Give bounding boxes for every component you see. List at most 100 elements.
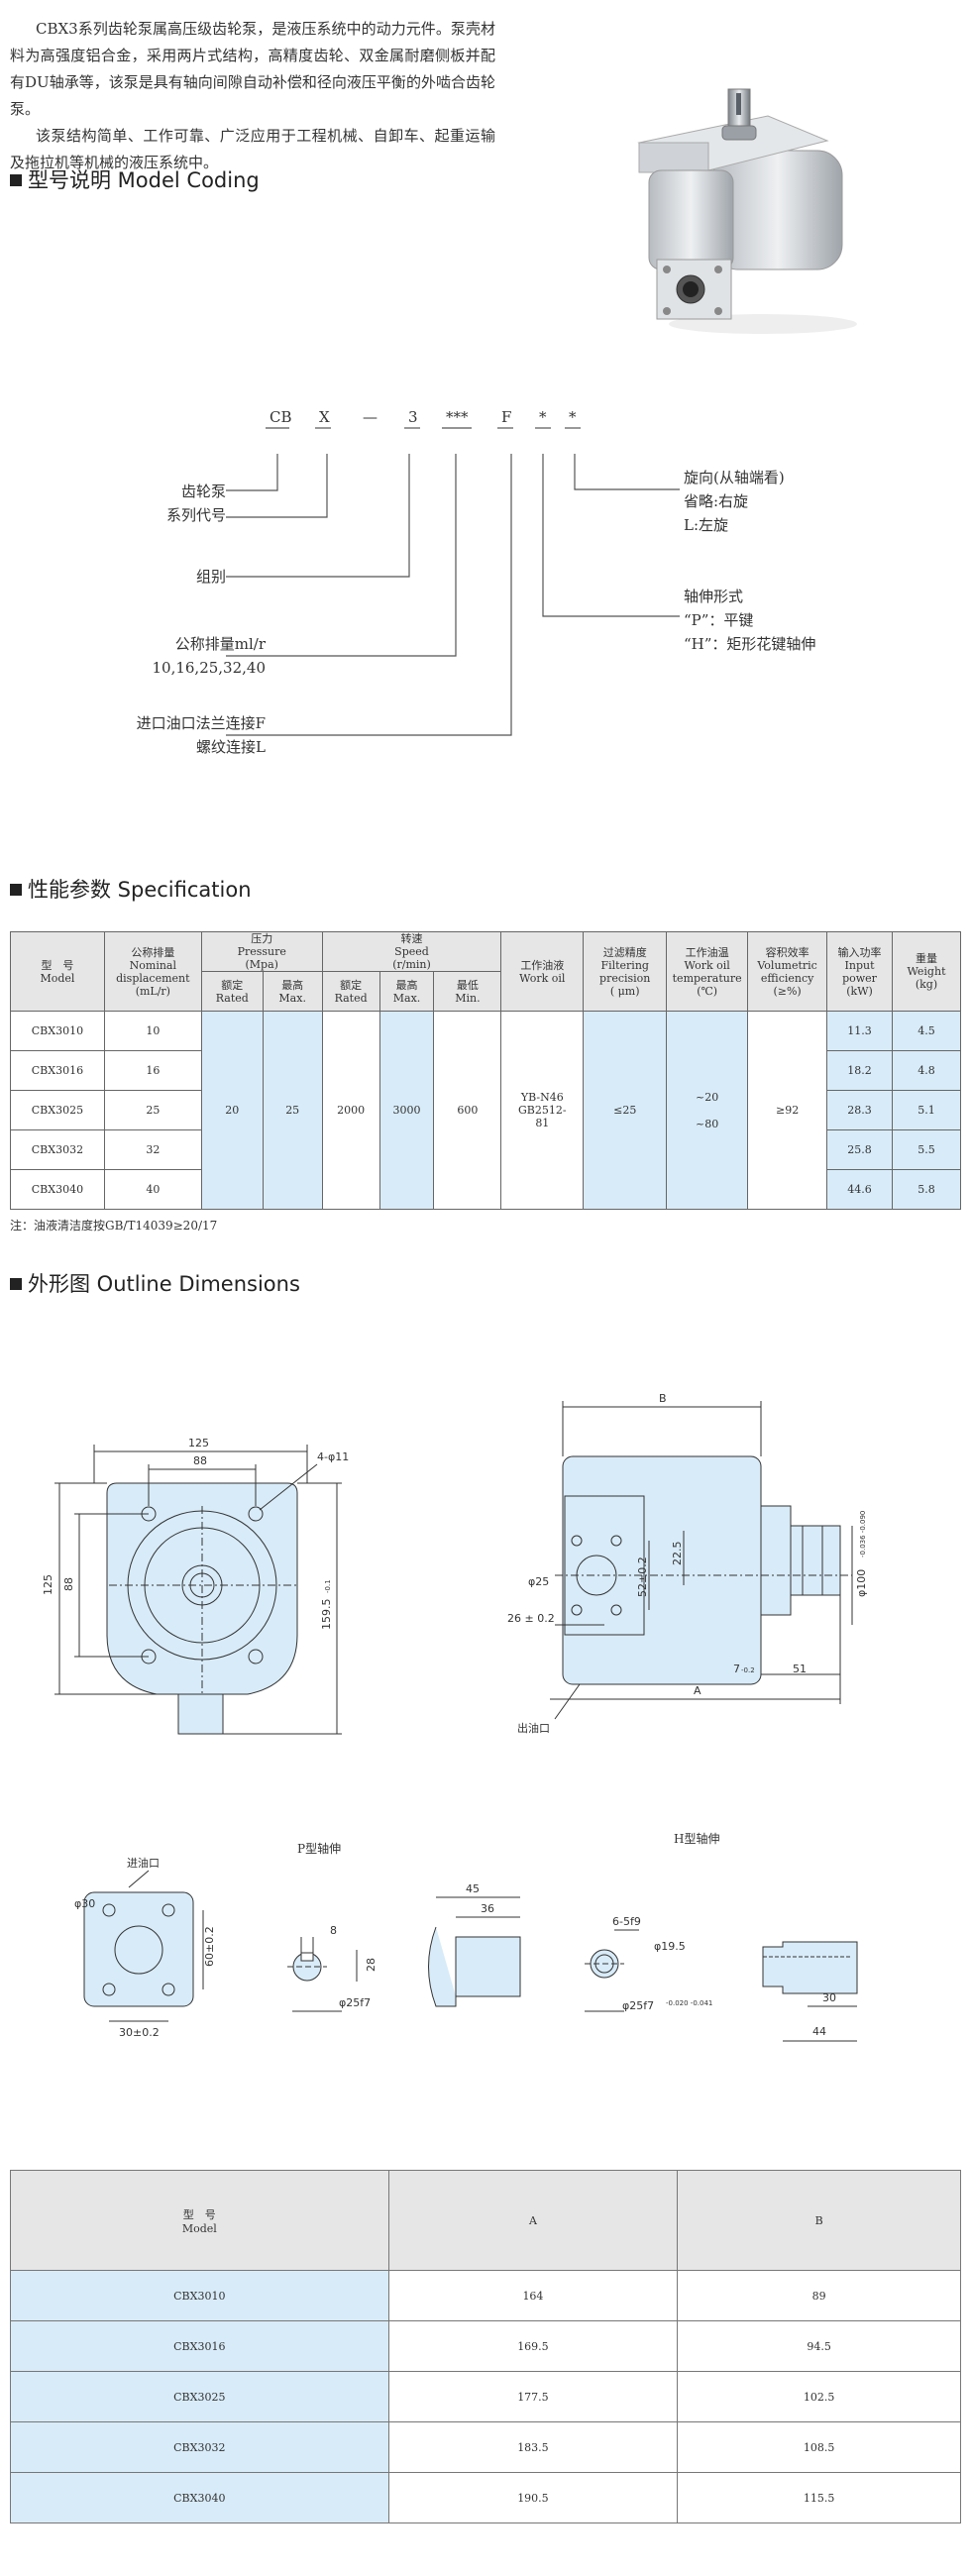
dim-7-tol: -0.2 bbox=[741, 1666, 755, 1674]
table-row: CBX3016 16 18.2 4.8 bbox=[10, 1050, 962, 1091]
dims-header-b: B bbox=[677, 2170, 961, 2271]
section-outline: 外形图 Outline Dimensions bbox=[10, 1268, 300, 1298]
code-part-f: F bbox=[501, 408, 512, 426]
dim-inlet-60: 60±0.2 bbox=[203, 1926, 216, 1967]
section-title: 性能参数 Specification bbox=[28, 878, 252, 902]
cell-power: 28.3 bbox=[826, 1090, 893, 1130]
dim-h-spline: 6-5f9 bbox=[612, 1915, 641, 1928]
section-bullet bbox=[10, 884, 22, 896]
dim-p-28: 28 bbox=[365, 1958, 378, 1972]
dim-holes: 4-φ11 bbox=[317, 1450, 349, 1463]
table-row: CBX3032 32 25.8 5.5 bbox=[10, 1129, 962, 1170]
gear-pump-illustration bbox=[637, 88, 857, 334]
code-part-disp: *** bbox=[446, 408, 469, 426]
cell-a: 169.5 bbox=[387, 2320, 679, 2372]
inlet-label: 进油口 bbox=[127, 1856, 160, 1870]
cell-pressure-rated: 20 bbox=[200, 1011, 264, 1210]
cell-model: CBX3016 bbox=[10, 2320, 389, 2372]
intro-paragraph-1: CBX3系列齿轮泵属高压级齿轮泵，是液压系统中的动力元件。泵壳材料为高强度铝合金… bbox=[10, 20, 495, 118]
cell-displacement: 25 bbox=[103, 1090, 202, 1130]
code-part-rotation: * bbox=[569, 408, 577, 426]
cell-a: 177.5 bbox=[387, 2371, 679, 2422]
dims-header-a: A bbox=[387, 2170, 679, 2271]
p-shaft-title: P型轴伸 bbox=[297, 1841, 341, 1856]
cell-model: CBX3025 bbox=[10, 2371, 389, 2422]
spec-note: 注：油液清洁度按GB/T14039≥20/17 bbox=[10, 1219, 218, 1233]
inlet-flange bbox=[83, 1891, 194, 2007]
table-row: CBX3040 40 44.6 5.8 bbox=[10, 1169, 962, 1210]
cell-displacement: 32 bbox=[103, 1129, 202, 1170]
dim-h-30: 30 bbox=[822, 1991, 836, 2004]
dim-width-88: 88 bbox=[193, 1454, 207, 1467]
code-part-cb: CB bbox=[270, 408, 292, 426]
cell-speed-min: 600 bbox=[433, 1011, 502, 1210]
cell-b: 115.5 bbox=[677, 2472, 961, 2523]
dim-a: A bbox=[694, 1684, 701, 1697]
cell-displacement: 16 bbox=[103, 1050, 202, 1091]
outlet-label: 出油口 bbox=[517, 1721, 550, 1735]
cell-b: 102.5 bbox=[677, 2371, 961, 2422]
cell-displacement: 40 bbox=[103, 1169, 202, 1210]
dim-h-44: 44 bbox=[812, 2025, 826, 2038]
cell-pressure-max: 25 bbox=[262, 1011, 323, 1210]
code-part-dash: — bbox=[363, 408, 378, 426]
label-group: 组别 bbox=[195, 568, 226, 586]
dim-inlet-d30: φ30 bbox=[74, 1897, 95, 1910]
dim-d100: φ100 bbox=[855, 1569, 868, 1597]
cell-power: 11.3 bbox=[826, 1011, 893, 1051]
h-shaft-side bbox=[762, 1941, 858, 1994]
cell-model: CBX3040 bbox=[10, 2472, 389, 2523]
dim-h-tol: -0.020 -0.041 bbox=[666, 1999, 712, 2007]
cell-displacement: 10 bbox=[103, 1011, 202, 1051]
cell-a: 164 bbox=[387, 2270, 679, 2321]
dim-inlet-30: 30±0.2 bbox=[119, 2026, 160, 2039]
dim-h-d19-5: φ19.5 bbox=[654, 1940, 686, 1953]
dim-22-5: 22.5 bbox=[671, 1542, 684, 1566]
cell-model: CBX3040 bbox=[10, 1169, 105, 1210]
dim-d100-tol: -0.036 -0.090 bbox=[859, 1511, 867, 1557]
cell-weight: 5.8 bbox=[891, 1169, 962, 1210]
cell-b: 89 bbox=[677, 2270, 961, 2321]
cell-speed-rated: 2000 bbox=[321, 1011, 380, 1210]
label-pump-series: 齿轮泵系列代号 bbox=[165, 483, 226, 524]
cell-weight: 4.8 bbox=[891, 1050, 962, 1091]
cell-efficiency: ≥92 bbox=[747, 1011, 828, 1210]
cell-weight: 5.5 bbox=[891, 1129, 962, 1170]
cell-b: 94.5 bbox=[677, 2320, 961, 2372]
dim-26: 26 ± 0.2 bbox=[507, 1612, 555, 1625]
dim-b: B bbox=[659, 1392, 667, 1405]
intro-text: CBX3系列齿轮泵属高压级齿轮泵，是液压系统中的动力元件。泵壳材料为高强度铝合金… bbox=[10, 16, 495, 176]
cell-power: 44.6 bbox=[826, 1169, 893, 1210]
p-shaft-side bbox=[428, 1926, 521, 2007]
dim-height-88: 88 bbox=[62, 1577, 75, 1591]
cell-a: 183.5 bbox=[387, 2421, 679, 2473]
cell-temperature: ~20~80 bbox=[666, 1011, 749, 1210]
dim-height-159: 159.5 bbox=[320, 1599, 333, 1631]
cell-model: CBX3010 bbox=[10, 2270, 389, 2321]
code-part-group: 3 bbox=[408, 408, 418, 426]
section-bullet bbox=[10, 174, 22, 186]
cell-speed-max: 3000 bbox=[378, 1011, 435, 1210]
